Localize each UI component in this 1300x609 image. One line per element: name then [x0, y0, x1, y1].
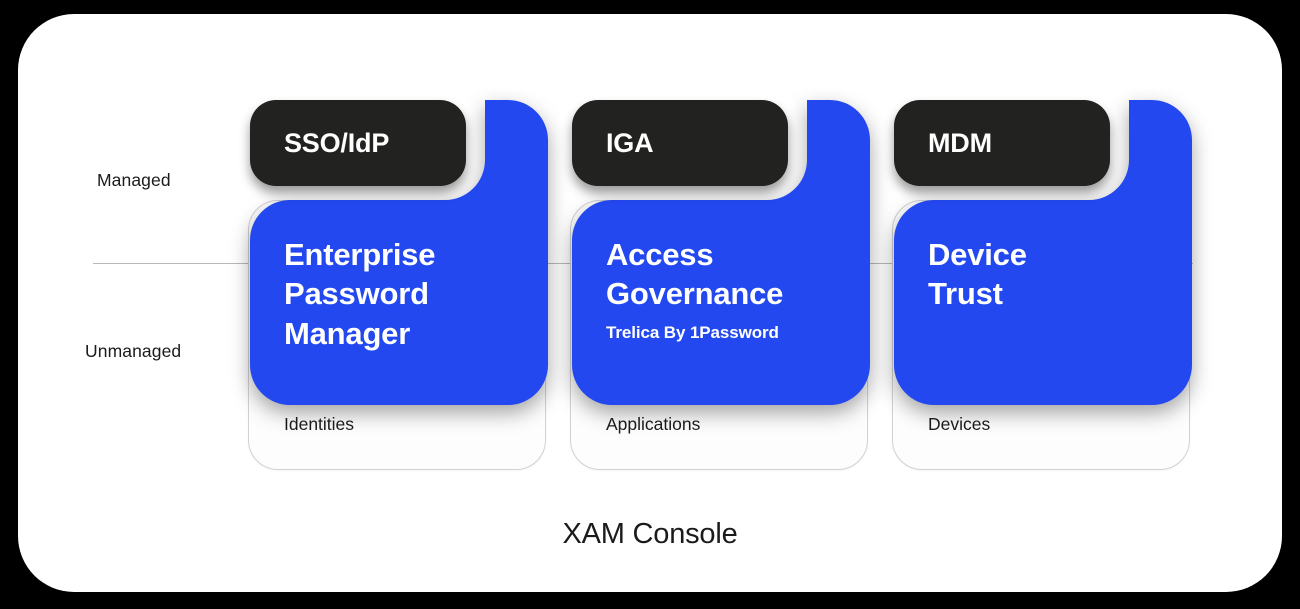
- pillar-footer-label-devices: Devices: [928, 414, 991, 434]
- pillar-sso-idp[interactable]: Identities Enterprise Password Manager S…: [248, 100, 548, 470]
- pillar-mdm[interactable]: Devices Device Trust MDM: [892, 100, 1192, 470]
- pillar-blue-card-sso-idp[interactable]: [250, 100, 548, 405]
- pillar-iga[interactable]: Applications Access Governance Trelica B…: [570, 100, 870, 470]
- pillar-blue-card-mdm[interactable]: [894, 100, 1192, 405]
- pillar-footer-label-identities: Identities: [284, 414, 355, 434]
- axis-label-managed: Managed: [97, 170, 171, 190]
- page-title: XAM Console: [562, 518, 738, 550]
- pillar-tab-label-iga: IGA: [606, 127, 654, 158]
- pillar-tab-label-sso-idp: SSO/IdP: [284, 127, 390, 158]
- pillar-blue-card-iga[interactable]: [572, 100, 870, 405]
- pillar-tab-mdm[interactable]: MDM: [894, 100, 1110, 186]
- pillar-tab-sso-idp[interactable]: SSO/IdP: [250, 100, 466, 186]
- pillar-tab-iga[interactable]: IGA: [572, 100, 788, 186]
- axis-label-unmanaged: Unmanaged: [85, 341, 182, 361]
- pillar-tab-label-mdm: MDM: [928, 127, 992, 158]
- pillar-footer-label-applications: Applications: [606, 414, 701, 434]
